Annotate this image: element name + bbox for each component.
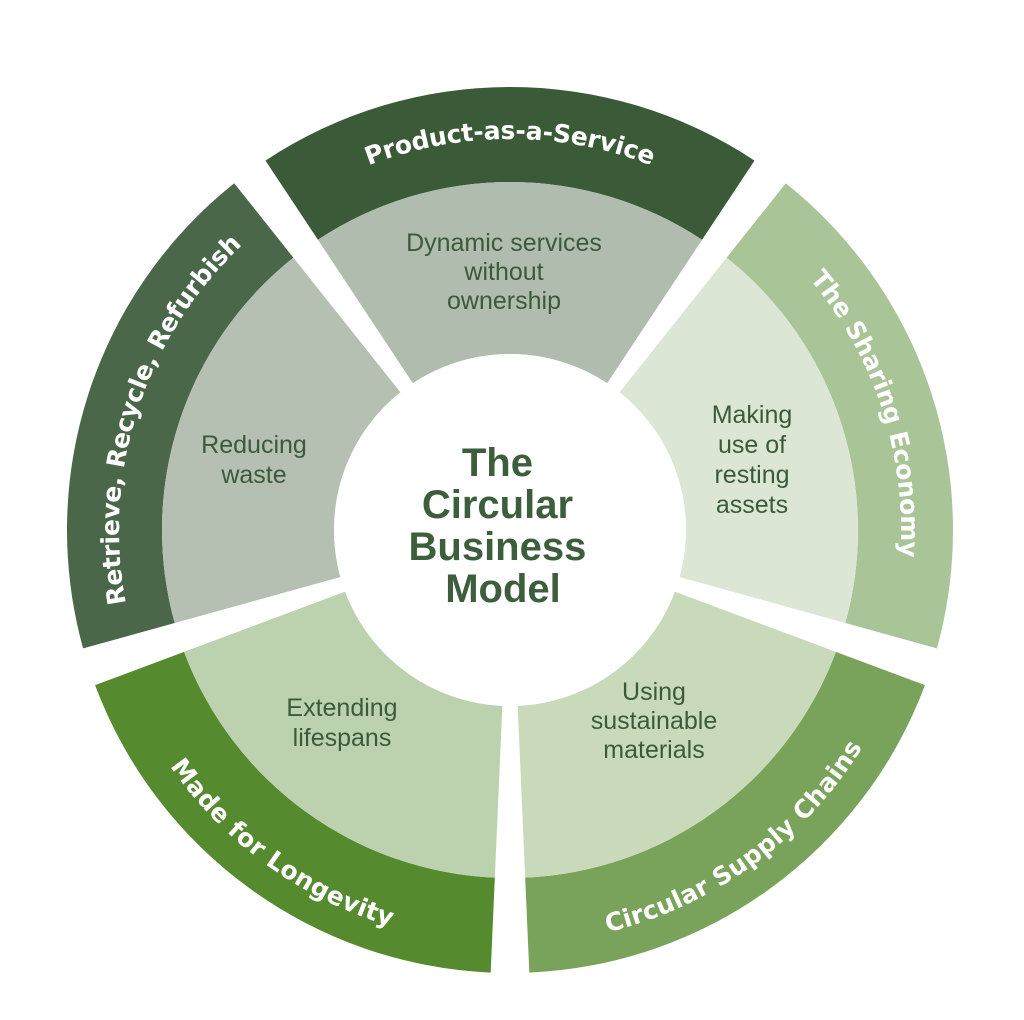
center-title: The Circular Business Model: [409, 441, 598, 611]
description-line: Dynamic services: [406, 229, 602, 257]
segment-band-retrieve-recycle-refurbish: [67, 183, 294, 649]
description-line: materials: [603, 736, 704, 764]
description-line: lifespans: [293, 724, 392, 752]
center-layer: The Circular Business Model: [334, 354, 686, 706]
segment-band-made-for-longevity: [95, 651, 495, 973]
center-line-1: The: [462, 441, 533, 485]
segment-inner-product-as-a-service: [317, 181, 703, 384]
description-line: Extending: [286, 694, 397, 722]
description-line: waste: [220, 461, 286, 489]
description-line: Reducing: [201, 431, 307, 459]
description-line: Using: [622, 678, 686, 706]
description-line: Making: [712, 401, 793, 429]
segment-inner-sharing-economy: [619, 257, 858, 623]
segment-inner-circular-supply-chains: [517, 591, 836, 878]
segment-inner-retrieve-recycle-refurbish: [162, 257, 401, 623]
description-line: without: [463, 258, 543, 286]
description-line: resting: [714, 461, 789, 489]
segment-band-sharing-economy: [726, 183, 953, 649]
description-line: assets: [716, 491, 788, 519]
segment-band-circular-supply-chains: [525, 651, 925, 973]
center-line-2: Circular: [422, 483, 573, 527]
segment-band-product-as-a-service: [265, 86, 755, 240]
segment-inner-made-for-longevity: [184, 591, 503, 878]
description-line: ownership: [447, 287, 561, 315]
description-line: sustainable: [591, 707, 717, 735]
description-line: use of: [718, 431, 786, 459]
center-circle: [334, 354, 686, 706]
center-line-3: Business: [409, 525, 587, 569]
center-line-4: Model: [445, 567, 561, 611]
